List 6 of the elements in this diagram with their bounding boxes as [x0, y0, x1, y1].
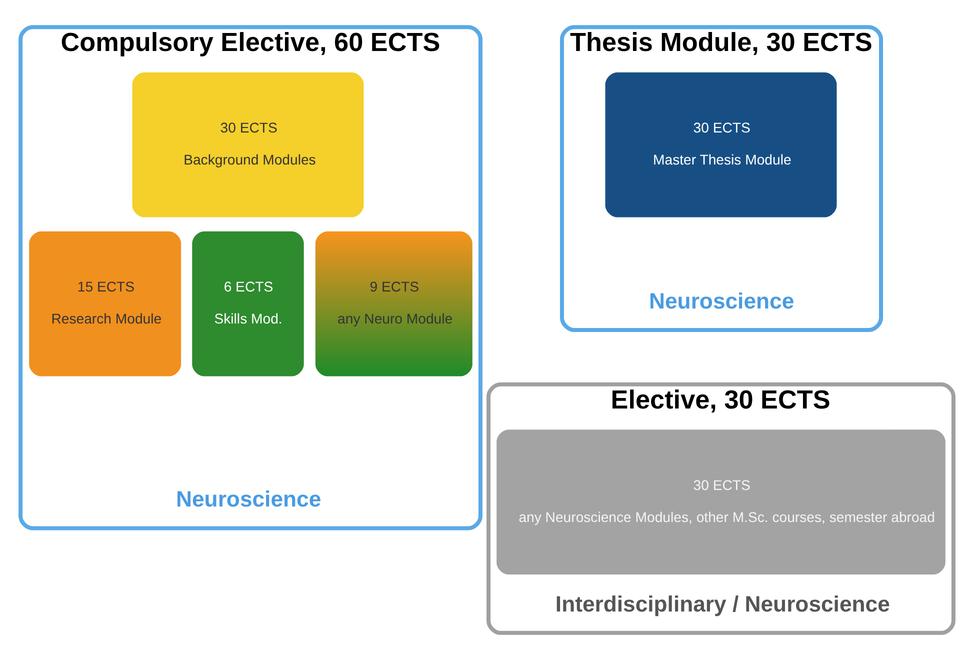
node-box: 6 ECTS Skills Mod.	[192, 231, 304, 376]
node-box: 30 ECTS any Neuroscience Modules, other M.Sc. courses, semester abroad	[496, 430, 946, 575]
node-box: 30 ECTS Master Thesis Module	[605, 72, 837, 218]
node-box: 15 ECTS Research Module	[29, 231, 182, 376]
node-box: 9 ECTS any Neuro Module	[315, 231, 472, 376]
node-box: 30 ECTS Background Modules	[132, 72, 364, 218]
